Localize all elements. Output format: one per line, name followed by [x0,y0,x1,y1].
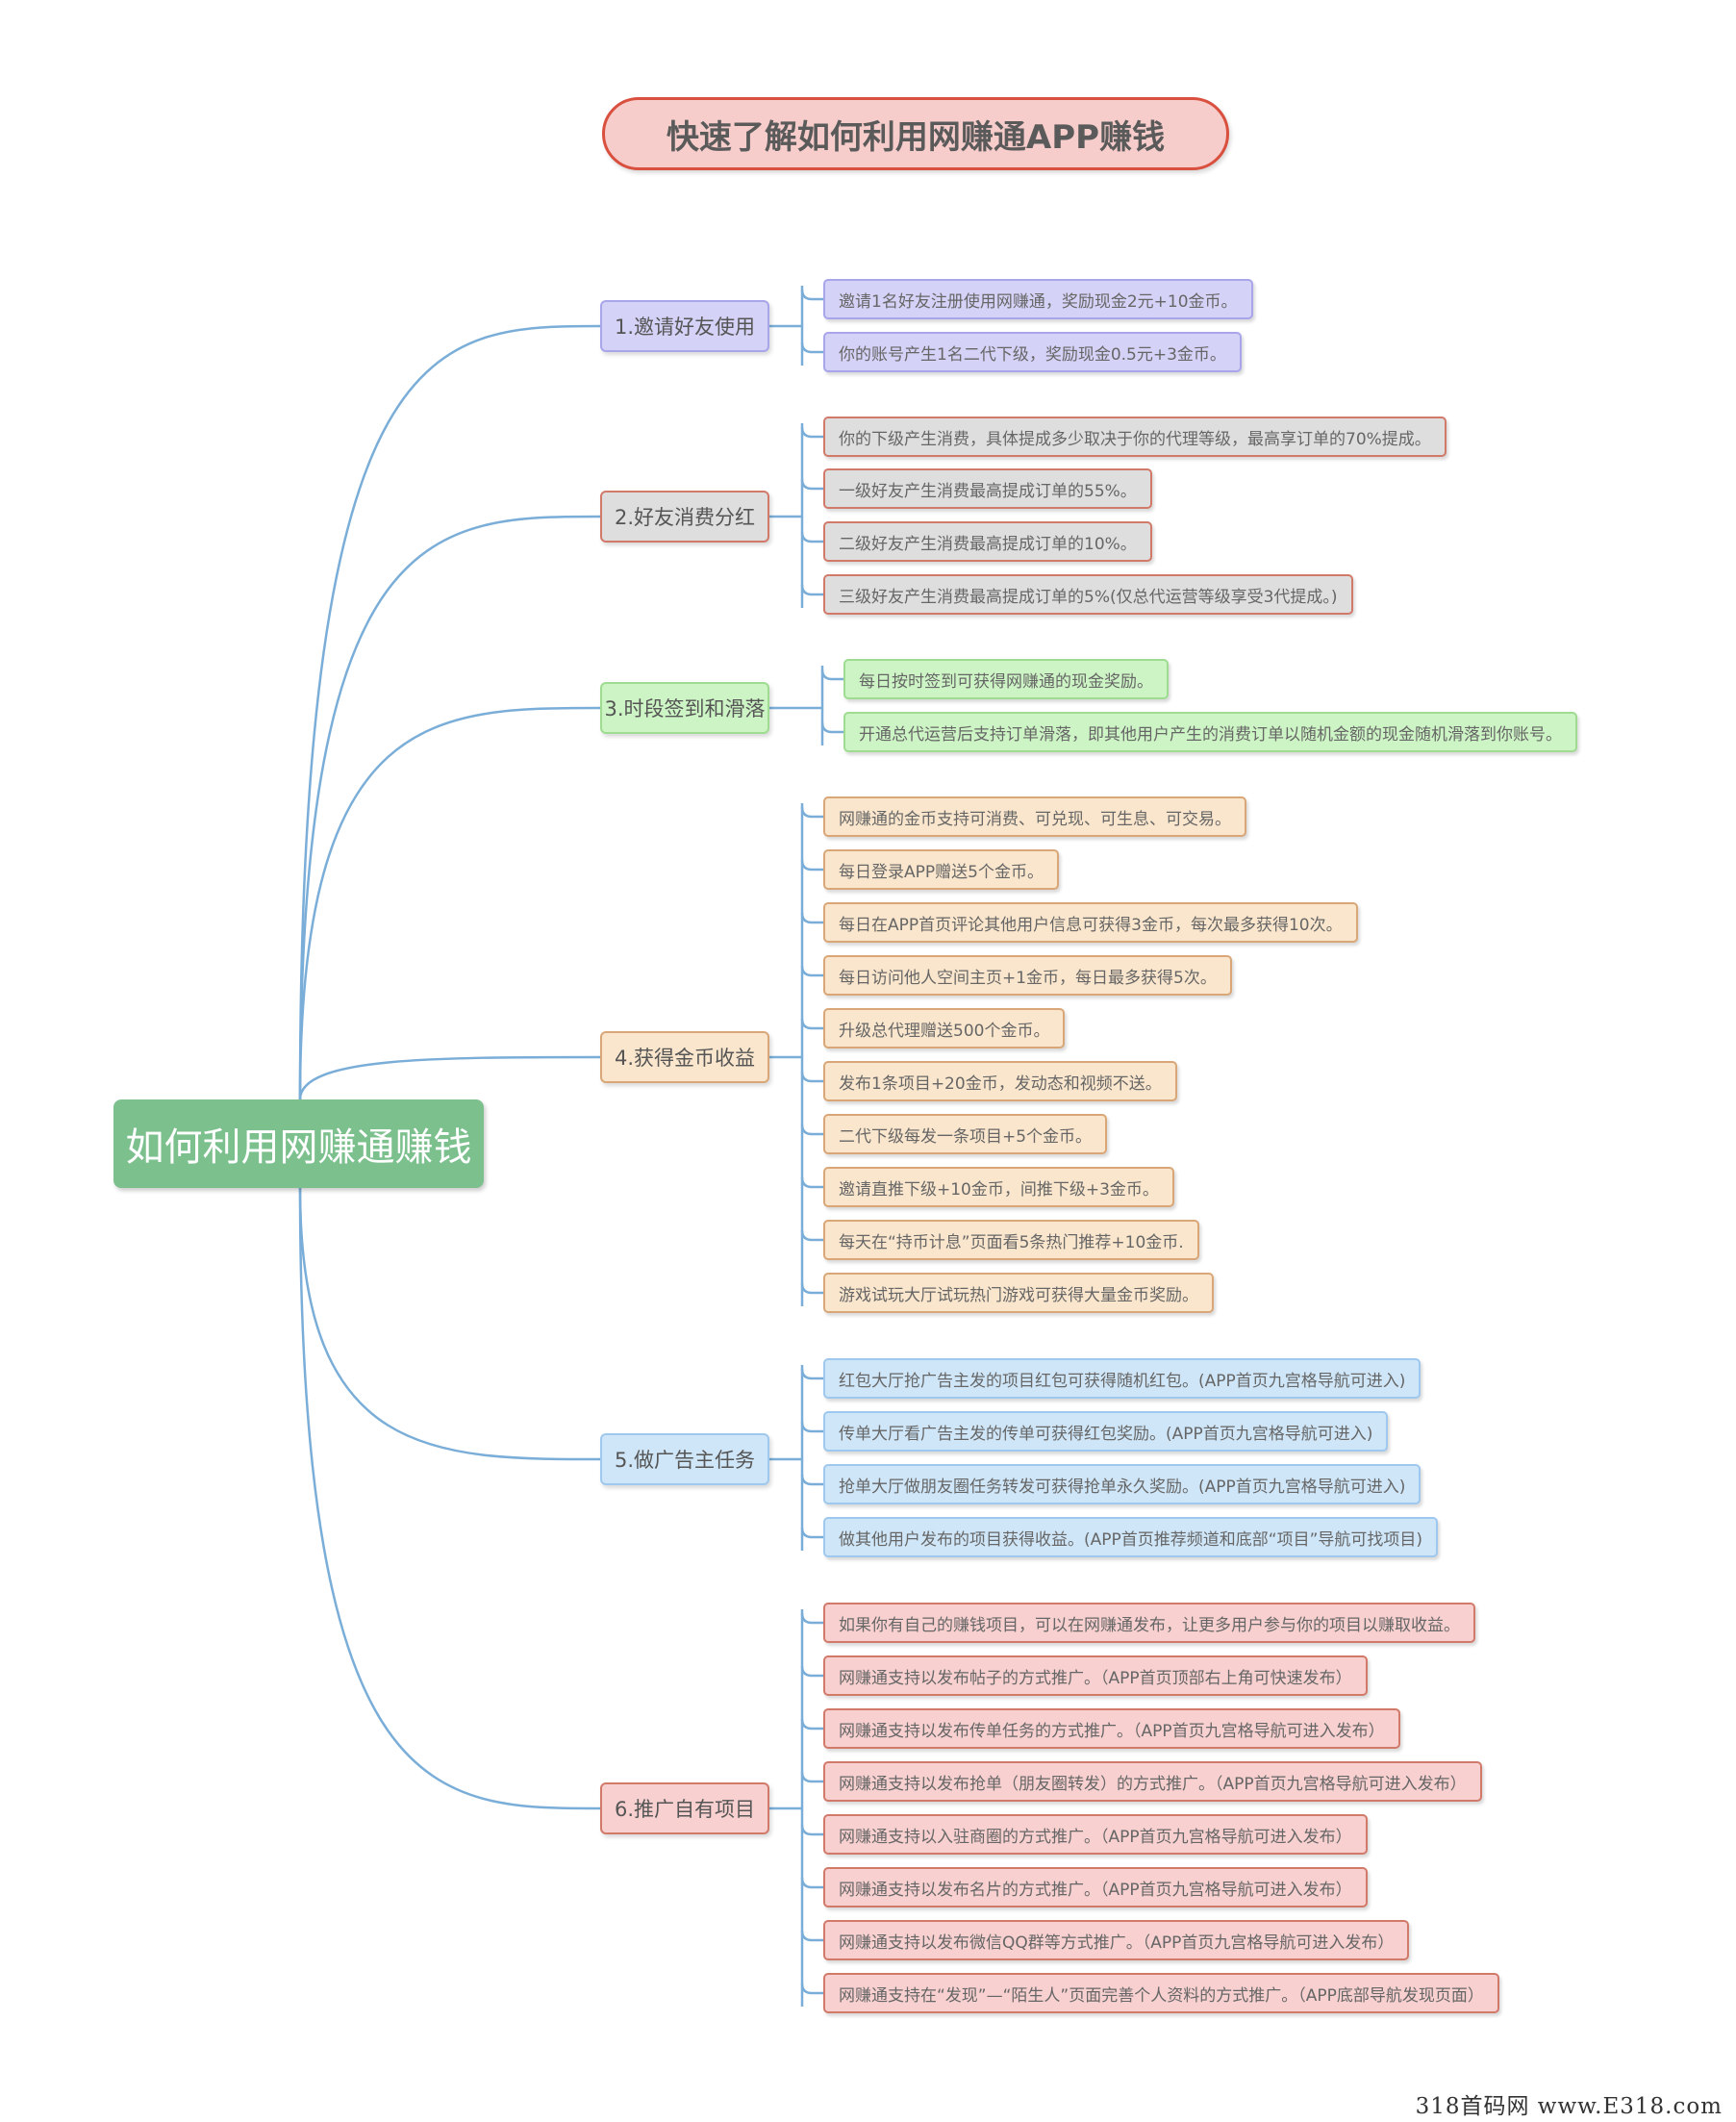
leaf-connector [800,426,823,439]
root-node: 如何利用网赚通赚钱 [113,1099,484,1188]
page-title: 快速了解如何利用网赚通APP赚钱 [602,97,1229,170]
root-to-branch-connector [298,1187,601,1461]
leaf-connector [800,1771,823,1783]
leaf-promote-5: 网赚通支持以入驻商圈的方式推广。（APP首页九宫格导航可进入发布） [823,1814,1368,1855]
leaf-connector [800,1176,823,1189]
leaf-promote-7: 网赚通支持以发布微信QQ群等方式推广。（APP首页九宫格导航可进入发布） [823,1920,1410,1960]
leaf-coins-4: 每日访问他人空间主页+1金币，每日最多获得5次。 [823,955,1232,996]
leaf-connector [820,721,843,734]
leaf-connector [800,806,823,819]
root-to-branch-connector [298,1055,601,1100]
leaf-coins-1: 网赚通的金币支持可消费、可兑现、可生息、可交易。 [823,796,1246,837]
leaf-coins-7: 二代下级每发一条项目+5个金币。 [823,1114,1108,1154]
leaf-connector [800,1612,823,1625]
leaf-promote-6: 网赚通支持以发布名片的方式推广。（APP首页九宫格导航可进入发布） [823,1867,1368,1907]
root-to-branch-connector [298,324,601,1100]
leaf-ad-4: 做其他用户发布的项目获得收益。(APP首页推荐频道和底部“项目”导航可找项目) [823,1517,1439,1557]
leaf-connector [800,965,823,977]
leaf-promote-1: 如果你有自己的赚钱项目，可以在网赚通发布，让更多用户参与你的项目以赚取收益。 [823,1603,1475,1643]
leaf-dividend-1: 你的下级产生消费，具体提成多少取决于你的代理等级，最高享订单的70%提成。 [823,417,1447,457]
branch-node-promote: 6.推广自有项目 [600,1782,769,1834]
leaf-ad-3: 抢单大厅做朋友圈任务转发可获得抢单永久奖励。(APP首页九宫格导航可进入) [823,1464,1422,1504]
leaf-dividend-4: 三级好友产生消费最高提成订单的5%(仅总代运营等级享受3代提成。) [823,574,1353,615]
leaf-connector [800,341,823,354]
leaf-invite-1: 邀请1名好友注册使用网赚通，奖励现金2元+10金币。 [823,279,1253,319]
leaf-connector [800,1527,823,1539]
leaf-connector [800,1824,823,1836]
branch-node-invite: 1.邀请好友使用 [600,300,769,352]
root-to-branch-connector [298,515,601,1100]
root-to-branch-connector [298,706,601,1100]
branch-node-checkin: 3.时段签到和滑落 [600,682,769,734]
leaf-promote-8: 网赚通支持在“发现”—“陌生人”页面完善个人资料的方式推广。（APP底部导航发现… [823,1973,1499,2013]
site-watermark: 318首码网 www.E318.com [1409,2085,1728,2122]
leaf-ad-1: 红包大厅抢广告主发的项目红包可获得随机红包。(APP首页九宫格导航可进入) [823,1358,1422,1399]
leaf-coins-9: 每天在“持币计息”页面看5条热门推荐+10金币. [823,1220,1199,1260]
leaf-connector [800,1282,823,1295]
leaf-coins-6: 发布1条项目+20金币，发动态和视频不送。 [823,1061,1177,1101]
leaf-connector [800,1718,823,1730]
leaf-connector [800,859,823,872]
leaf-connector [800,1124,823,1136]
leaf-coins-3: 每日在APP首页评论其他用户信息可获得3金币，每次最多获得10次。 [823,902,1358,943]
branch-node-ad-tasks: 5.做广告主任务 [600,1433,769,1485]
leaf-connector [800,478,823,491]
branch-node-coins: 4.获得金币收益 [600,1031,769,1083]
leaf-connector [800,1930,823,1942]
root-to-branch-connector [298,1187,601,1810]
leaf-invite-2: 你的账号产生1名二代下级，奖励现金0.5元+3金币。 [823,332,1242,372]
leaf-connector [800,1018,823,1030]
leaf-coins-8: 邀请直推下级+10金币，间推下级+3金币。 [823,1167,1174,1207]
leaf-connector [800,1983,823,1995]
branch-node-consume-dividend: 2.好友消费分红 [600,491,769,543]
leaf-ad-2: 传单大厅看广告主发的传单可获得红包奖励。(APP首页九宫格导航可进入) [823,1411,1389,1452]
leaf-promote-4: 网赚通支持以发布抢单（朋友圈转发）的方式推广。（APP首页九宫格导航可进入发布） [823,1761,1482,1802]
leaf-connector [800,1877,823,1889]
leaf-connector [800,912,823,924]
leaf-connector [800,1474,823,1486]
leaf-coins-10: 游戏试玩大厅试玩热门游戏可获得大量金币奖励。 [823,1273,1214,1313]
leaf-connector [800,1421,823,1433]
leaf-connector [800,531,823,543]
leaf-dividend-3: 二级好友产生消费最高提成订单的10%。 [823,521,1152,562]
leaf-coins-2: 每日登录APP赠送5个金币。 [823,849,1059,890]
leaf-connector [800,1071,823,1083]
leaf-promote-3: 网赚通支持以发布传单任务的方式推广。（APP首页九宫格导航可进入发布） [823,1708,1400,1749]
leaf-checkin-2: 开通总代运营后支持订单滑落，即其他用户产生的消费订单以随机金额的现金随机滑落到你… [843,712,1577,752]
leaf-connector [800,584,823,596]
leaf-connector [800,1665,823,1678]
leaf-promote-2: 网赚通支持以发布帖子的方式推广。（APP首页顶部右上角可快速发布） [823,1655,1368,1696]
leaf-connector [820,669,843,681]
leaf-coins-5: 升级总代理赠送500个金币。 [823,1008,1066,1048]
leaf-connector [800,1229,823,1242]
leaf-checkin-1: 每日按时签到可获得网赚通的现金奖励。 [843,659,1169,699]
leaf-connector [800,1368,823,1380]
leaf-dividend-2: 一级好友产生消费最高提成订单的55%。 [823,468,1152,509]
leaf-connector [800,289,823,301]
